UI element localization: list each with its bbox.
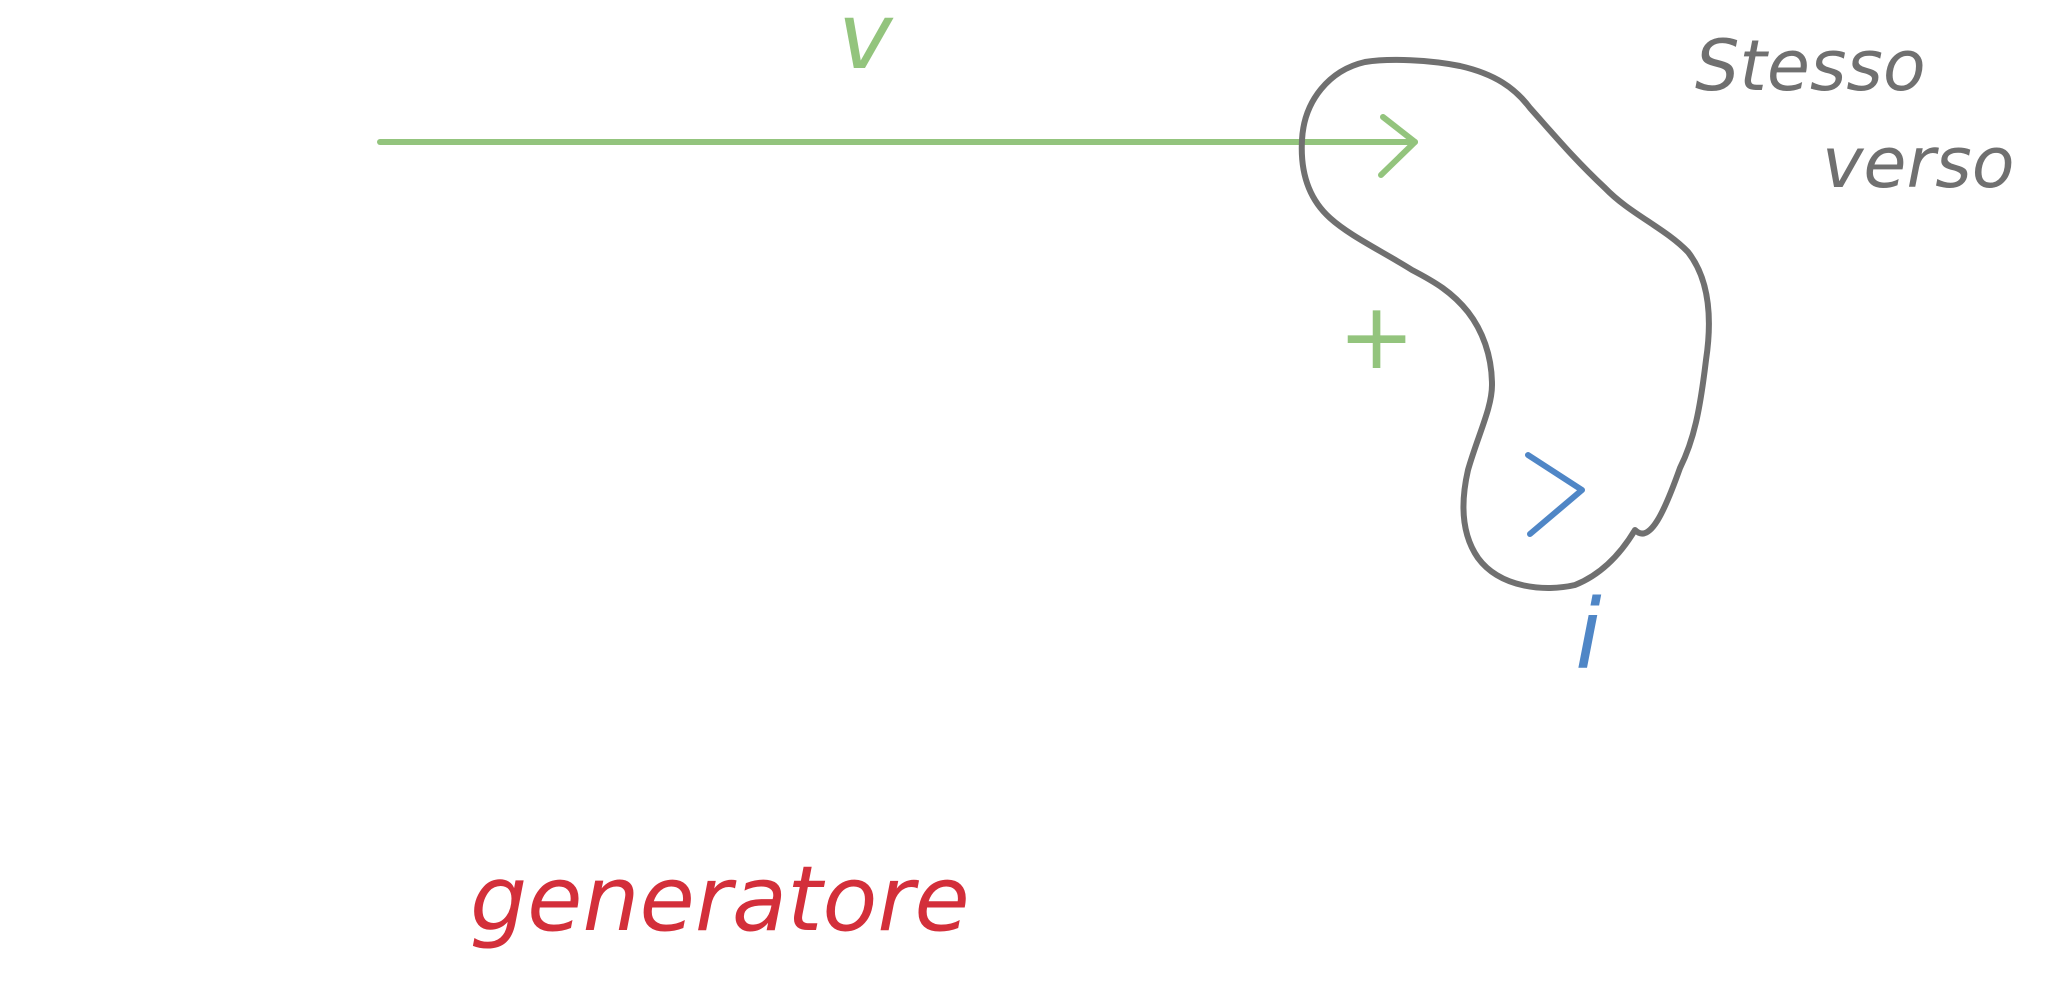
voltage-label: v	[838, 0, 894, 90]
component-loop	[1298, 56, 1712, 591]
current-label: i	[1575, 579, 1602, 691]
note-stesso: Stesso	[1695, 25, 1926, 107]
generator-label: generatore	[470, 847, 970, 952]
voltage-arrowhead-icon	[1378, 114, 1418, 178]
current-arrow-icon	[1525, 452, 1585, 537]
plus-sign: +	[1338, 283, 1415, 390]
note-verso: verso	[1822, 122, 2015, 204]
